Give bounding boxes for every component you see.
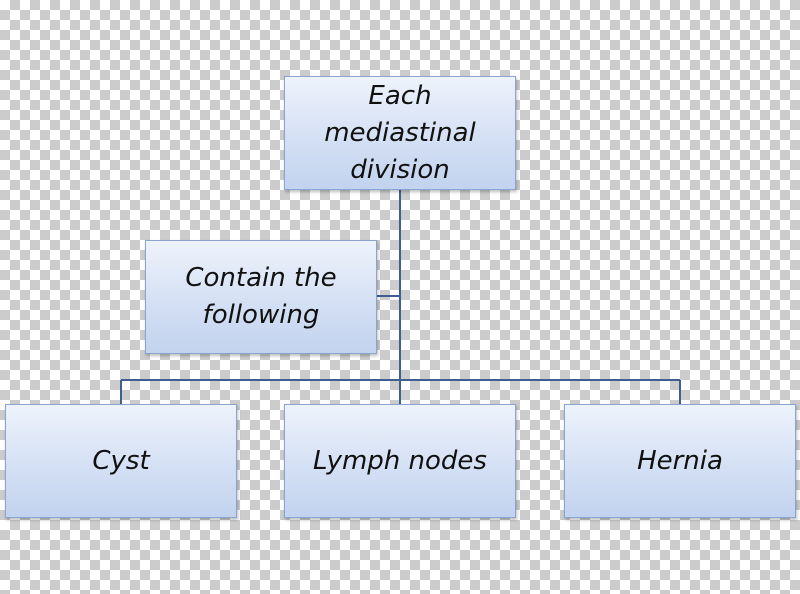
child-node-label: Lymph nodes bbox=[313, 445, 487, 476]
child-node-lymph-nodes: Lymph nodes bbox=[284, 404, 516, 518]
middle-node: Contain the following bbox=[145, 240, 377, 354]
root-node: Each mediastinal division bbox=[284, 76, 516, 190]
child-node-label: Cyst bbox=[92, 445, 150, 476]
child-node-cyst: Cyst bbox=[5, 404, 237, 518]
middle-node-label: Contain the following bbox=[185, 263, 337, 330]
child-node-label: Hernia bbox=[637, 445, 723, 476]
root-node-label: Each mediastinal division bbox=[324, 80, 476, 185]
child-node-hernia: Hernia bbox=[564, 404, 796, 518]
